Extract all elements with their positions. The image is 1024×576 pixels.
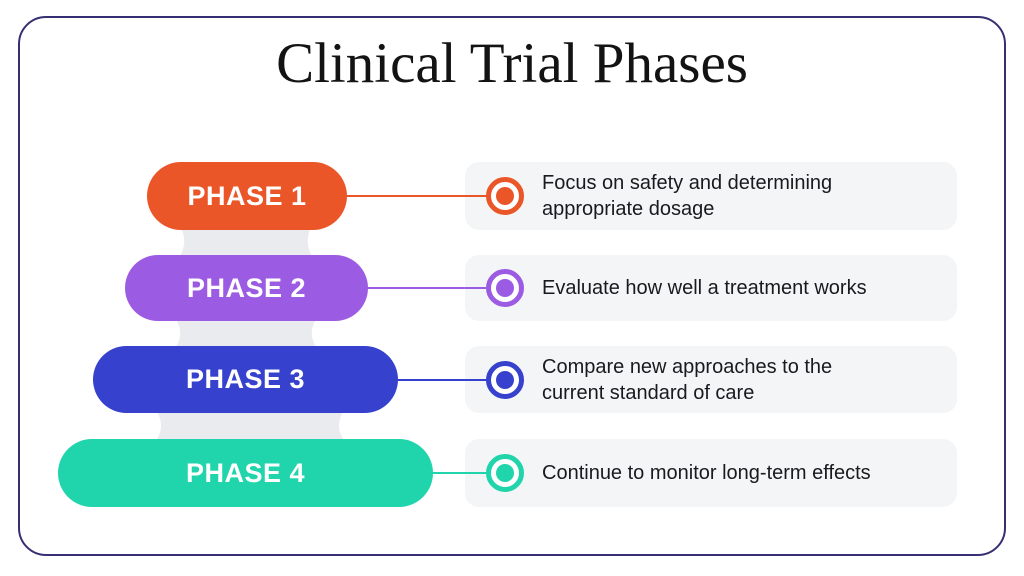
ring-dot-center [496,464,514,482]
phase-pill-label: PHASE 1 [187,180,307,211]
phase-pill-label: PHASE 3 [185,364,306,394]
description-card [465,162,957,230]
phase-description: Focus on safety and determining appropri… [542,172,833,220]
phase-pill: PHASE 4 [58,439,433,507]
phase-pill-label: PHASE 2 [186,272,307,303]
phase-pill-label: PHASE 4 [185,457,306,488]
phase-pill: PHASE 2 [125,255,368,321]
phase-description: Compare new approaches to the current st… [542,355,833,404]
connector-line [429,472,505,474]
phase-row: PHASE 2 Evaluate how well a treatment wo… [0,255,1024,321]
phase-description: Evaluate how well a treatment works [542,277,867,299]
ring-dot-icon [486,361,524,399]
phase-row: PHASE 1 Focus on safety and determining … [0,162,1024,230]
ring-dot-center [496,279,514,297]
ring-dot-icon [486,269,524,307]
ring-dot-center [496,187,514,205]
description-card [465,346,957,413]
ring-dot-center [496,371,514,389]
ring-dot-icon [486,177,524,215]
ring-dot-icon [486,454,524,492]
phase-pill: PHASE 3 [93,346,398,413]
phase-row: PHASE 4 Continue to monitor long-term ef… [0,439,1024,507]
description-card [465,439,957,507]
description-card [465,255,957,321]
phase-pill: PHASE 1 [147,162,347,230]
phase-row: PHASE 3 Compare new approaches to the cu… [0,346,1024,413]
phase-description: Continue to monitor long-term effects [542,462,871,484]
connector-line [343,195,505,197]
connector-line [394,379,505,381]
connector-line [364,287,505,289]
page-title: Clinical Trial Phases [276,32,748,95]
